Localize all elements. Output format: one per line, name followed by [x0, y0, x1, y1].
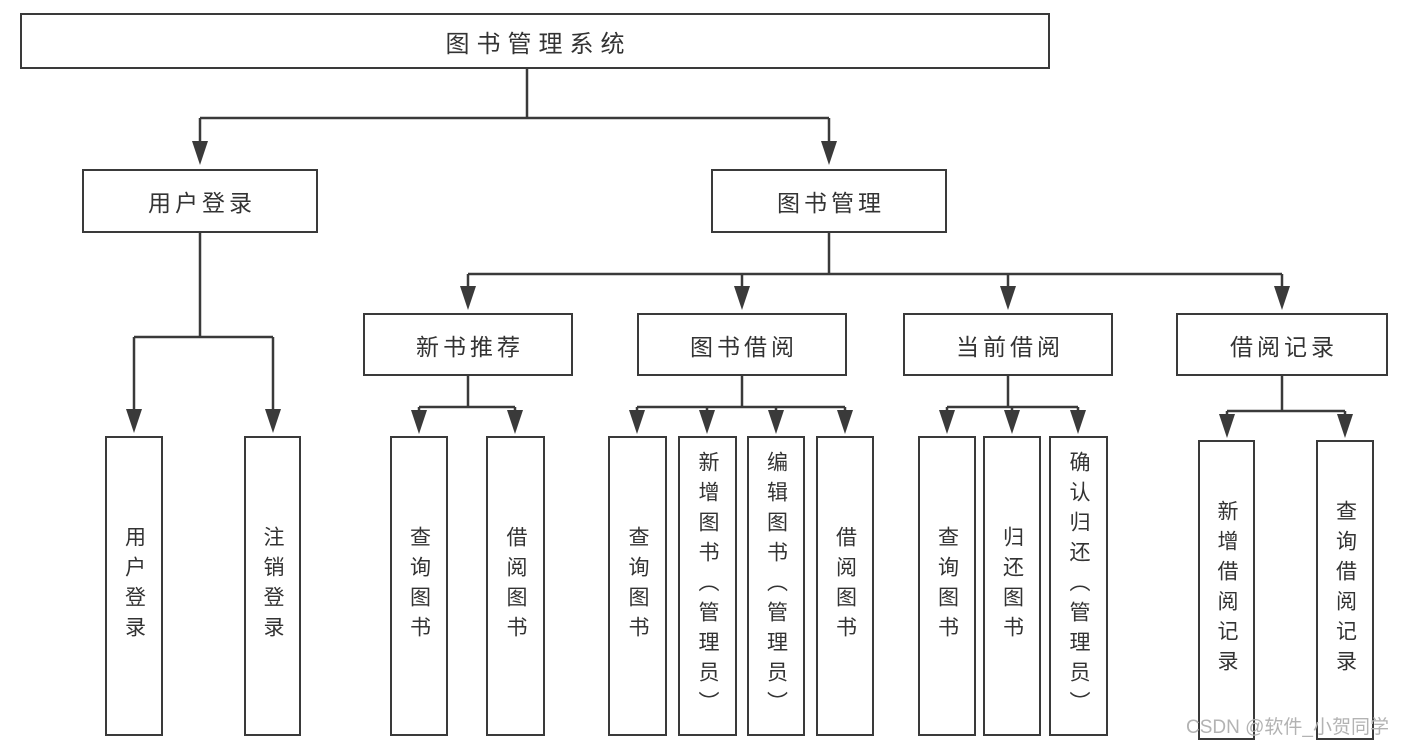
- arrow-down-icon: [734, 286, 750, 310]
- node-leaf-current-query-books-label: 查询图书: [935, 526, 959, 646]
- connector-borrowing-records-split: [1225, 376, 1347, 419]
- node-leaf-borrowing-query-books-label: 查询图书: [626, 526, 649, 646]
- node-leaf-return-books-label: 归还图书: [1000, 526, 1024, 646]
- node-leaf-add-books-admin-label: 新增图书（管理员）: [696, 451, 719, 721]
- node-leaf-recommend-query-books: 查询图书: [390, 436, 448, 736]
- node-leaf-borrowing-borrow-books-label: 借阅图书: [833, 526, 857, 646]
- arrow-down-icon: [507, 410, 523, 434]
- connector-book-management-branch: [466, 233, 1284, 291]
- arrow-down-icon: [411, 410, 427, 434]
- node-leaf-user-login-label: 用户登录: [122, 526, 146, 646]
- node-root-system: 图书管理系统: [20, 13, 1050, 69]
- node-leaf-recommend-query-books-label: 查询图书: [407, 526, 431, 646]
- node-user-login: 用户登录: [82, 169, 318, 233]
- node-current-borrowing: 当前借阅: [903, 313, 1113, 376]
- node-root-system-label: 图书管理系统: [445, 30, 632, 58]
- connector-new-book-recommend-split: [417, 376, 517, 415]
- arrow-down-icon: [629, 410, 645, 434]
- node-leaf-add-borrow-record: 新增借阅记录: [1198, 440, 1255, 740]
- node-book-borrowing: 图书借阅: [637, 313, 847, 376]
- arrow-down-icon: [192, 141, 208, 165]
- node-leaf-recommend-borrow-books: 借阅图书: [486, 436, 545, 736]
- connector-user-login-branch: [132, 233, 275, 414]
- node-leaf-query-borrow-record-label: 查询借阅记录: [1333, 500, 1357, 680]
- connector-book-borrowing-split: [635, 376, 847, 415]
- node-new-book-recommend-label: 新书推荐: [416, 333, 524, 360]
- arrow-down-icon: [126, 409, 142, 433]
- node-leaf-logout-label: 注销登录: [261, 526, 284, 646]
- node-leaf-borrowing-borrow-books: 借阅图书: [816, 436, 874, 736]
- node-leaf-confirm-return-admin: 确认归还（管理员）: [1049, 436, 1108, 736]
- arrow-down-icon: [768, 410, 784, 434]
- node-leaf-add-books-admin: 新增图书（管理员）: [678, 436, 737, 736]
- arrow-down-icon: [1274, 286, 1290, 310]
- node-leaf-confirm-return-admin-label: 确认归还（管理员）: [1067, 451, 1090, 721]
- csdn-watermark: CSDN @软件_小贺同学: [1186, 717, 1389, 738]
- arrow-down-icon: [939, 410, 955, 434]
- node-leaf-user-login: 用户登录: [105, 436, 163, 736]
- node-leaf-edit-books-admin: 编辑图书（管理员）: [747, 436, 805, 736]
- node-borrowing-records: 借阅记录: [1176, 313, 1388, 376]
- node-leaf-query-borrow-record: 查询借阅记录: [1316, 440, 1374, 740]
- arrow-down-icon: [265, 409, 281, 433]
- node-leaf-logout: 注销登录: [244, 436, 301, 736]
- node-leaf-borrowing-query-books: 查询图书: [608, 436, 667, 736]
- arrow-down-icon: [1219, 414, 1235, 438]
- node-leaf-recommend-borrow-books-label: 借阅图书: [504, 526, 527, 646]
- node-new-book-recommend: 新书推荐: [363, 313, 573, 376]
- arrow-down-icon: [1004, 410, 1020, 434]
- node-leaf-edit-books-admin-label: 编辑图书（管理员）: [764, 451, 788, 721]
- node-book-management: 图书管理: [711, 169, 947, 233]
- node-book-borrowing-label: 图书借阅: [690, 333, 798, 360]
- arrow-down-icon: [699, 410, 715, 434]
- arrow-down-icon: [1337, 414, 1353, 438]
- node-leaf-return-books: 归还图书: [983, 436, 1041, 736]
- node-borrowing-records-label: 借阅记录: [1230, 333, 1338, 360]
- connector-current-borrowing-split: [945, 376, 1080, 415]
- arrow-down-icon: [821, 141, 837, 165]
- arrow-down-icon: [1070, 410, 1086, 434]
- arrow-down-icon: [1000, 286, 1016, 310]
- node-current-borrowing-label: 当前借阅: [956, 333, 1064, 360]
- connector-root-to-level2: [198, 69, 831, 146]
- node-leaf-add-borrow-record-label: 新增借阅记录: [1215, 500, 1238, 680]
- arrow-down-icon: [460, 286, 476, 310]
- node-user-login-label: 用户登录: [148, 190, 256, 216]
- node-book-management-label: 图书管理: [777, 190, 885, 216]
- node-leaf-current-query-books: 查询图书: [918, 436, 976, 736]
- arrow-down-icon: [837, 410, 853, 434]
